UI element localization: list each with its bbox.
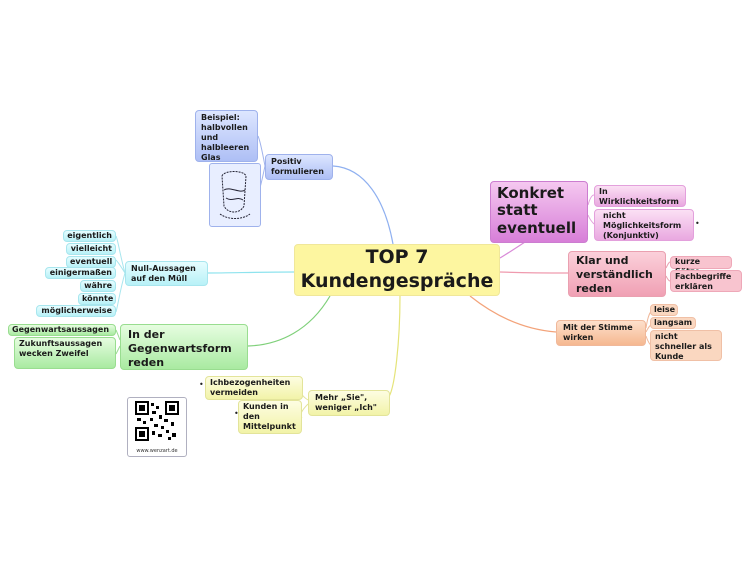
bullet-icon: •	[695, 219, 700, 228]
list-item[interactable]: könnte	[78, 293, 116, 305]
list-item[interactable]: Gegenwartsaussagen	[8, 324, 116, 336]
central-topic-line2: Kundengespräche	[300, 270, 494, 292]
branch-label: Mit der Stimme wirken	[563, 323, 633, 342]
list-item[interactable]: einigermaßen	[45, 267, 116, 279]
bullet-icon: •	[199, 380, 204, 389]
link-stimme	[469, 295, 557, 333]
glass-sketch-icon	[209, 163, 261, 227]
branch-klar-verstaendlich[interactable]: Klar und verständlich reden	[568, 251, 666, 297]
list-item[interactable]: währe	[80, 280, 116, 292]
list-item[interactable]: leise	[650, 304, 678, 316]
list-item[interactable]: langsam	[650, 317, 696, 329]
list-item[interactable]: Ichbezogenheiten vermeiden	[205, 376, 303, 400]
branch-stimme[interactable]: Mit der Stimme wirken	[556, 320, 646, 346]
branch-positiv-formulieren[interactable]: Positiv formulieren	[265, 154, 333, 180]
link-positiv	[332, 165, 394, 245]
central-topic[interactable]: TOP 7 Kundengespräche	[294, 244, 500, 296]
link-mehr-sie	[387, 295, 401, 399]
list-item[interactable]: In Wirklichkeitsform	[594, 185, 686, 207]
link-gegenwart	[247, 295, 331, 347]
qr-caption: www.wenzart.de	[136, 448, 178, 454]
link-null	[207, 271, 295, 274]
branch-label: Mehr „Sie", weniger „Ich"	[315, 393, 377, 412]
example-label: Beispiel: halbvollen und halbleeren Glas	[201, 113, 250, 162]
branch-label: Klar und verständlich reden	[576, 254, 653, 295]
list-item[interactable]: eigentlich	[63, 230, 116, 242]
list-item[interactable]: Zukunftsaussagen wecken Zweifel	[14, 337, 116, 369]
list-item[interactable]: möglicherweise	[36, 305, 116, 317]
branch-null-aussagen[interactable]: Null-Aussagen auf den Müll	[125, 261, 208, 286]
example-glass-node[interactable]: Beispiel: halbvollen und halbleeren Glas	[195, 110, 258, 162]
branch-gegenwartsform[interactable]: In der Gegenwartsform reden	[120, 324, 248, 370]
list-item[interactable]: vielleicht	[66, 243, 116, 255]
link-klar	[499, 271, 569, 274]
branch-label: In der Gegenwartsform reden	[128, 328, 232, 369]
list-item[interactable]: nicht schneller als Kunde	[650, 330, 722, 361]
branch-konkret-statt-eventuell[interactable]: Konkret statt eventuell	[490, 181, 588, 243]
central-topic-line1: TOP 7	[365, 246, 429, 269]
list-item[interactable]: Kunden in den Mittelpunkt	[238, 400, 302, 434]
list-item[interactable]: kurze Sätze	[670, 256, 732, 276]
branch-label: Positiv formulieren	[271, 157, 324, 176]
qr-code-icon[interactable]: www.wenzart.de	[127, 397, 187, 457]
branch-label: Konkret statt eventuell	[497, 184, 577, 237]
bullet-icon: •	[234, 409, 239, 418]
branch-mehr-sie[interactable]: Mehr „Sie", weniger „Ich"	[308, 390, 390, 416]
branch-label: Null-Aussagen auf den Müll	[131, 264, 196, 283]
list-item[interactable]: nicht Möglichkeitsform (Konjunktiv)	[594, 209, 694, 241]
list-item[interactable]: Fachbegriffe erklären	[670, 270, 742, 292]
